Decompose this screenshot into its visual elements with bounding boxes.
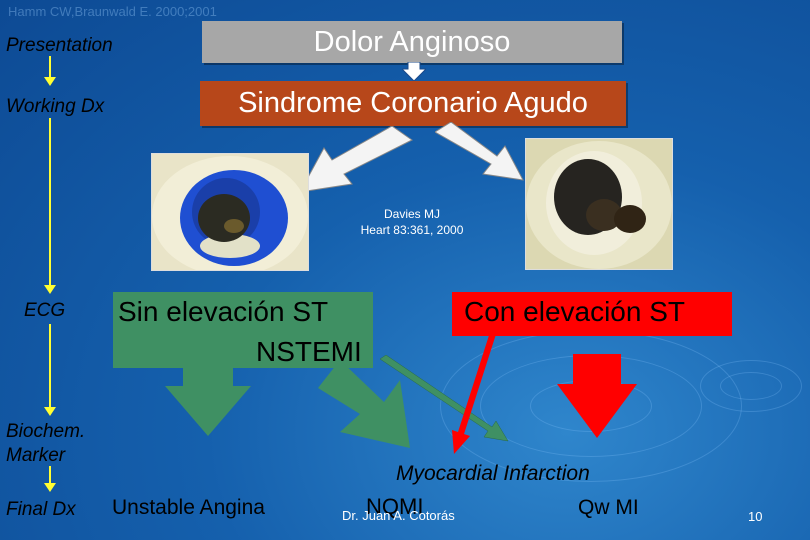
angioscopy-photo-left [151,153,309,271]
citation-author: Davies MJ [383,207,440,221]
nstemi-label: NSTEMI [256,336,362,367]
unstable-angina-label: Unstable Angina [112,496,265,519]
stage-final-dx: Final Dx [6,499,76,520]
red-down-arrow [557,354,637,438]
arrow-down-left-icon [300,126,413,193]
timeline-segment [49,56,51,78]
green-arrow-diagonal [318,360,410,448]
green-arrow-left [165,356,251,436]
timeline-arrowhead [44,77,56,86]
stage-biochem-marker: Biochem. Marker [6,421,86,466]
angioscopy-photo-right [525,138,673,270]
arrow-down-icon [402,62,426,82]
citation-journal: Heart 83:361, 2000 [360,223,464,237]
citation: Davies MJ Heart 83:361, 2000 [340,206,484,238]
faint-header: Hamm CW,Braunwald E. 2000;2001 [8,4,217,19]
timeline-arrowhead [44,285,56,294]
sin-elevacion-st-label: Sin elevación ST [118,296,329,327]
sindrome-coronario-box: Sindrome Coronario Agudo [200,81,626,126]
stage-presentation: Presentation [6,35,113,56]
con-elevacion-st-box [452,292,732,336]
red-thin-arrow [452,326,498,454]
timeline-segment [49,118,51,286]
arrow-down-right-icon [435,122,524,181]
timeline-segment [49,324,51,408]
dolor-anginoso-box: Dolor Anginoso [202,21,622,63]
qw-mi-label: Qw MI [578,496,639,519]
stage-ecg: ECG [24,300,66,321]
sin-elevacion-st-box [113,292,373,368]
myocardial-infarction-label: Myocardial Infarction [396,462,590,485]
timeline-arrowhead [44,407,56,416]
nqmi-label: NQMI [366,494,424,519]
author-footer: Dr. Juan A. Cotorás [342,508,455,523]
timeline-segment [49,466,51,484]
timeline-arrowhead [44,483,56,492]
green-line-arrow [380,355,509,442]
con-elevacion-st-label: Con elevación ST [464,296,686,327]
stage-working-dx: Working Dx [6,96,105,117]
page-number: 10 [748,509,763,524]
